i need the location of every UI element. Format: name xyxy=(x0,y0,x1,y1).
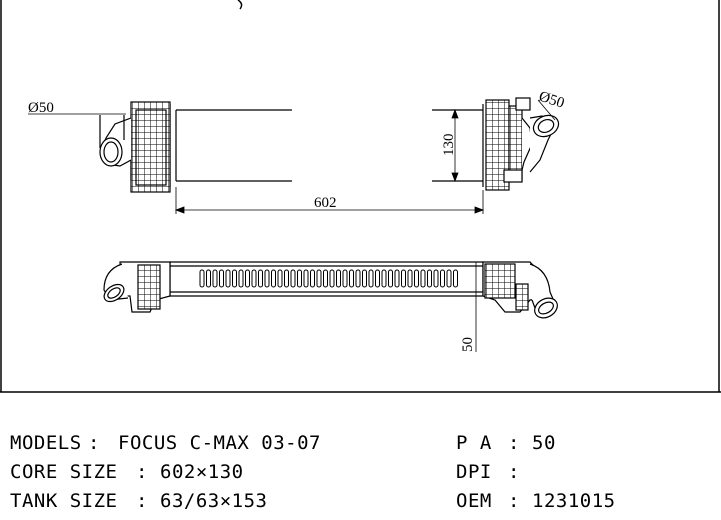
spec-models-value: FOCUS C-MAX 03-07 xyxy=(118,432,321,454)
core-slots xyxy=(199,269,458,288)
core-slot xyxy=(323,269,328,288)
spec-tank-value: 63/63×153 xyxy=(160,490,268,512)
core-slot xyxy=(401,269,406,288)
spec-pa-label: P A xyxy=(456,432,492,454)
core-slot xyxy=(290,269,296,288)
core-slot xyxy=(284,269,289,288)
spec-models-sep: : xyxy=(88,432,100,454)
core-slot xyxy=(433,269,439,288)
core-slot xyxy=(245,269,250,288)
height-dimension-label: 130 xyxy=(441,134,457,157)
core-slot xyxy=(407,269,413,288)
core-slot xyxy=(420,269,426,288)
left-tank xyxy=(130,101,171,193)
core-slot xyxy=(453,269,458,288)
core-slot xyxy=(329,269,335,288)
core-slot xyxy=(362,269,367,288)
core-slot xyxy=(368,269,374,288)
core-slot xyxy=(297,269,302,288)
dimension-lines xyxy=(28,99,556,214)
core-slot xyxy=(206,269,211,288)
top-left-tank xyxy=(103,261,171,313)
core-slot xyxy=(199,269,205,288)
core-slot xyxy=(427,269,432,288)
right-outlet-pipe xyxy=(521,114,560,173)
thickness-dimension-label: 50 xyxy=(460,337,476,352)
core-slot xyxy=(342,269,348,288)
core-slot xyxy=(394,269,400,288)
spec-dpi-sep: : xyxy=(508,461,520,483)
drawing-frame xyxy=(0,0,721,393)
core-slot xyxy=(251,269,257,288)
core-slot xyxy=(238,269,244,288)
core-slot xyxy=(336,269,341,288)
core-slot xyxy=(446,269,452,288)
core-slot xyxy=(310,269,315,288)
spec-tank-sep: : xyxy=(136,490,148,512)
right-tank xyxy=(485,97,531,191)
spec-oem-value: 1231015 xyxy=(532,490,616,512)
spec-dpi-label: DPI xyxy=(456,461,492,483)
core-slot xyxy=(375,269,380,288)
outlet-diameter-label: Ø50 xyxy=(537,89,567,112)
spec-oem-label: OEM xyxy=(456,490,492,512)
core-slot xyxy=(258,269,263,288)
core-slot xyxy=(219,269,224,288)
spec-pa-value: 50 xyxy=(532,432,556,454)
length-dimension-label: 602 xyxy=(314,195,337,211)
spec-core-label: CORE SIZE xyxy=(10,461,118,483)
core-slot xyxy=(414,269,419,288)
core-slot xyxy=(355,269,361,288)
core-slot xyxy=(349,269,354,288)
core-slot xyxy=(303,269,309,288)
core-slot xyxy=(277,269,283,288)
core-slot xyxy=(232,269,237,288)
front-view xyxy=(28,97,560,214)
core-slot xyxy=(316,269,322,288)
thickness-dimension xyxy=(470,262,480,352)
spec-core-value: 602×130 xyxy=(160,461,244,483)
core-slot xyxy=(381,269,387,288)
core-slot xyxy=(388,269,393,288)
spec-oem-sep: : xyxy=(508,490,520,512)
core-slot xyxy=(264,269,270,288)
left-inlet-pipe xyxy=(99,115,132,167)
spec-tank-label: TANK SIZE xyxy=(10,490,118,512)
top-view xyxy=(103,261,558,352)
core-slot xyxy=(440,269,445,288)
spec-core-sep: : xyxy=(136,461,148,483)
core-slot xyxy=(212,269,218,288)
top-right-tank xyxy=(482,261,558,319)
spec-pa-sep: : xyxy=(508,432,520,454)
core-slot xyxy=(271,269,276,288)
spec-models-label: MODELS xyxy=(10,432,82,454)
core-slot xyxy=(225,269,231,288)
inlet-diameter-label: Ø50 xyxy=(28,100,54,116)
